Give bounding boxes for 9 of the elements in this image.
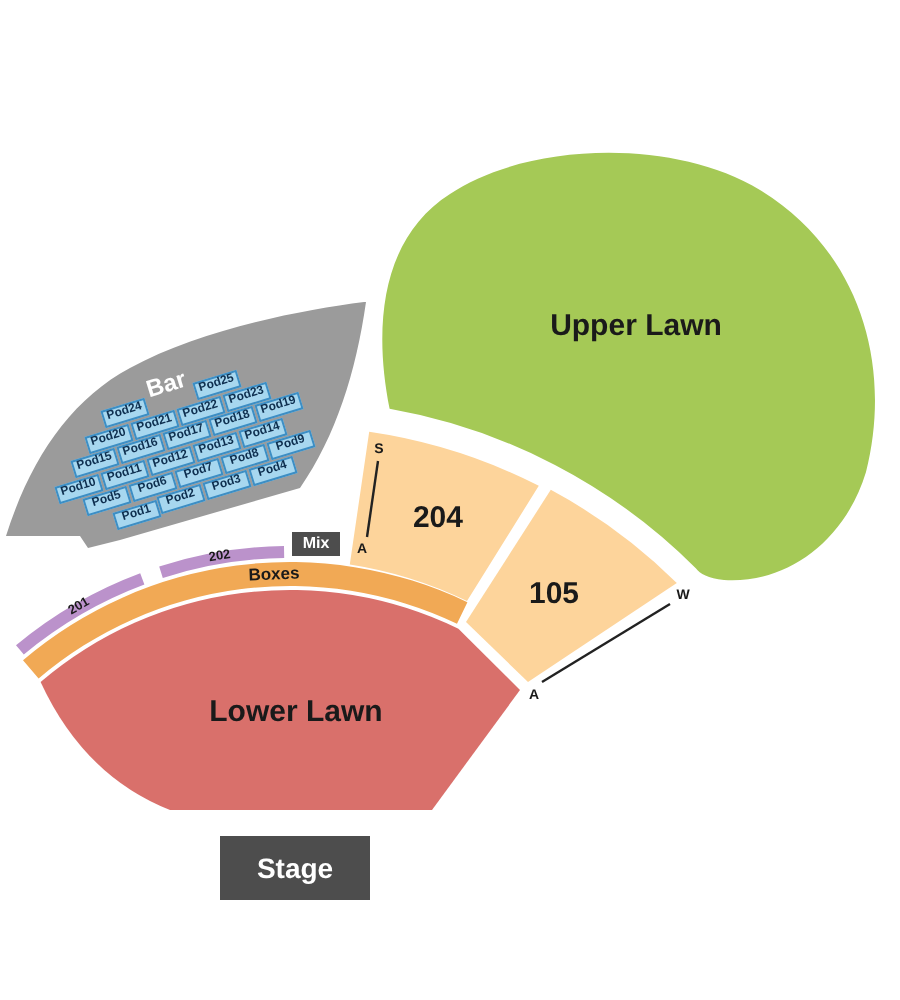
area-name: Upper Lawn (550, 310, 722, 341)
section-number: 204 (412, 502, 463, 533)
mix-position: Mix (292, 532, 340, 556)
section-number: 105 (528, 578, 580, 609)
section-name: Boxes (248, 564, 300, 584)
box-seat-band (23, 562, 468, 679)
area-name: Lower Lawn (209, 696, 383, 727)
stage: Stage (220, 836, 370, 900)
seating-strip (16, 573, 145, 655)
